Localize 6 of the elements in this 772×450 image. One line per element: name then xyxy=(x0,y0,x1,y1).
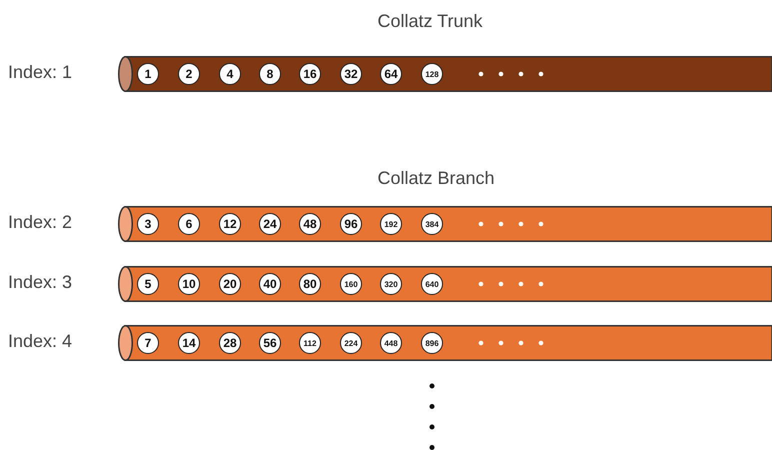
index-label: Index: 2 xyxy=(8,212,72,233)
section-heading: Collatz Branch xyxy=(377,168,495,189)
index-label: Index: 4 xyxy=(8,331,72,352)
index-label: Index: 1 xyxy=(8,62,72,83)
index-label: Index: 3 xyxy=(8,272,72,293)
section-heading: Collatz Trunk xyxy=(377,11,483,32)
